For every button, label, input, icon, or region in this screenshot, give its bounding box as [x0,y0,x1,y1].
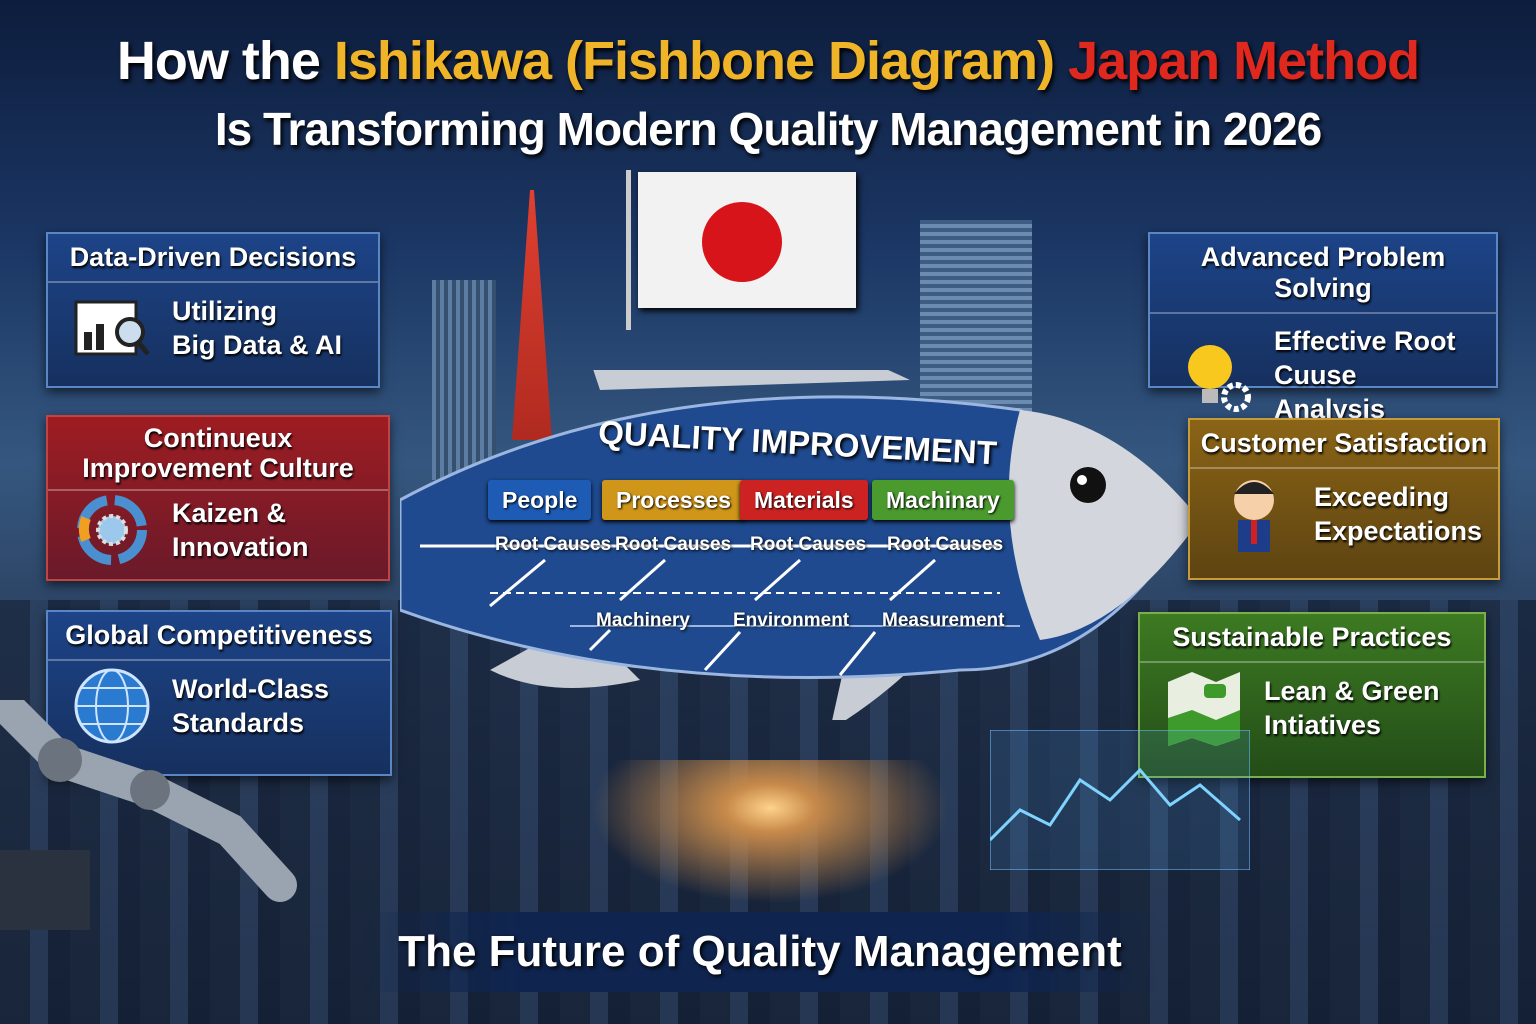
globe-icon [72,668,152,744]
japan-flag [638,172,856,308]
cycle-gear-icon [72,495,152,565]
category-processes: Processes [602,480,746,520]
fishbone-fish [400,370,1200,720]
robot-arm-decoration [0,700,297,930]
lightbulb-gear-icon [1174,340,1254,412]
root-cause-label: Root Causes [495,534,612,555]
title-line-1: How the Ishikawa (Fishbone Diagram) Japa… [116,31,1420,91]
happy-customer-icon [1214,479,1294,552]
category-people: People [488,480,592,520]
footer-banner: The Future of Quality Management [360,912,1160,992]
bone-environment: Environment [733,610,850,631]
root-cause-label: Root Causes [887,534,1004,555]
green-map-icon [1164,672,1244,746]
bone-machinery: Machinery [596,610,690,631]
root-cause-label: Root Causes [615,534,732,555]
category-machinary: Machinary [872,480,1014,520]
river-sunset [560,760,980,920]
fish-head [1008,410,1200,640]
bone-measurement: Measurement [882,610,1005,631]
dorsal-fin [593,370,910,390]
panel-continuous-improvement: Continueux Improvement Culture Kaizen &I… [46,415,390,581]
flag-pole [626,170,631,330]
hologram-chart-decoration [990,730,1250,870]
skyscraper [432,280,496,480]
fish-body [400,395,1193,679]
title-line-2: Is Transforming Modern Quality Managemen… [214,103,1322,155]
root-cause-label: Root Causes [750,534,867,555]
fish-eye [1070,467,1106,503]
data-chart-magnifier-icon [72,293,152,363]
category-materials: Materials [740,480,868,520]
